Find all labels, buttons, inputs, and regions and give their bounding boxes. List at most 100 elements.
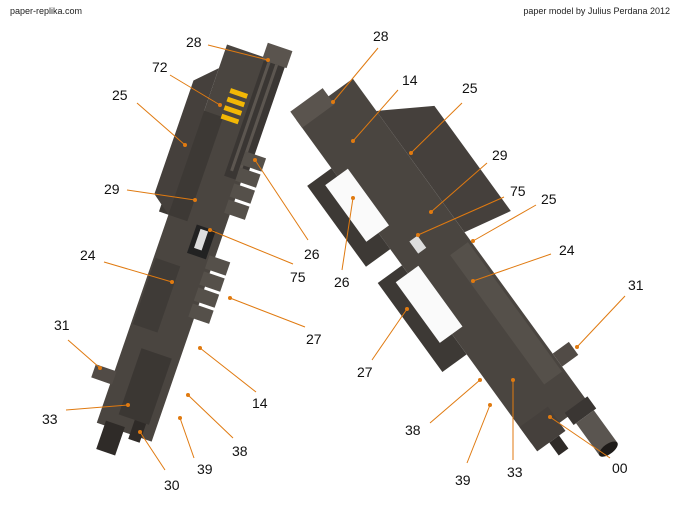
right-part-39 — [549, 435, 569, 456]
leader-dot — [208, 228, 212, 232]
right-part-33 — [564, 396, 597, 425]
callout-label: 29 — [492, 147, 508, 163]
leader-dot — [178, 416, 182, 420]
leader-dot — [409, 151, 413, 155]
left-part-24 — [132, 257, 181, 333]
leader-line — [67, 339, 101, 369]
callout-label: 00 — [612, 460, 628, 476]
leader-line — [103, 261, 173, 283]
callout-label: 14 — [402, 72, 418, 88]
callout-label: 39 — [455, 472, 471, 488]
leader-line — [472, 253, 552, 282]
leader-line — [169, 74, 221, 106]
leader-line — [549, 416, 611, 459]
callout-label: 30 — [164, 477, 180, 493]
leader-dot — [126, 403, 130, 407]
leader-dot — [478, 378, 482, 382]
leader-dot — [183, 143, 187, 147]
model-shape — [128, 419, 147, 443]
leader-line — [371, 308, 408, 361]
leader-dot — [471, 239, 475, 243]
leader-line — [254, 159, 309, 241]
leader-dot — [471, 279, 475, 283]
leader-line — [417, 196, 505, 236]
right-fin-25 — [376, 105, 511, 233]
callout-label: 25 — [541, 191, 557, 207]
left-part-75 — [194, 228, 209, 251]
leader-dot — [186, 393, 190, 397]
callout-label: 72 — [152, 59, 168, 75]
right-part-38 — [519, 406, 566, 452]
leader-line — [341, 197, 354, 271]
callout-label: 33 — [42, 411, 58, 427]
right-model-view — [290, 78, 618, 457]
callout-label: 75 — [510, 183, 526, 199]
site-credit: paper-replika.com — [10, 6, 83, 16]
leader-line — [429, 379, 481, 424]
left-callouts: 28 72 25 29 26 75 24 27 31 14 33 38 39 — [42, 34, 322, 493]
model-shape — [224, 199, 250, 220]
model-shape — [599, 441, 618, 457]
callout-label: 29 — [104, 181, 120, 197]
leader-line — [430, 162, 488, 213]
leader-line — [65, 404, 129, 411]
leader-line — [576, 295, 626, 348]
callout-label: 33 — [507, 464, 523, 480]
right-part-75 — [409, 235, 427, 254]
callout-label: 39 — [197, 461, 213, 477]
model-shape — [230, 61, 271, 172]
callout-label: 26 — [334, 274, 350, 290]
callout-label: 25 — [112, 87, 128, 103]
leader-dot — [548, 415, 552, 419]
right-cap-28 — [290, 88, 335, 128]
leader-line — [139, 431, 166, 471]
leader-dot — [575, 345, 579, 349]
callout-label: 27 — [357, 364, 373, 380]
callout-label: 75 — [290, 269, 306, 285]
leader-line — [136, 102, 186, 146]
model-shape — [193, 287, 220, 308]
left-model-view — [91, 42, 293, 456]
leader-dot — [138, 430, 142, 434]
callout-label: 38 — [232, 443, 248, 459]
leader-dot — [488, 403, 492, 407]
left-barrel-30 — [96, 420, 125, 456]
callout-label: 24 — [80, 247, 96, 263]
model-shape — [235, 167, 261, 188]
model-shape — [229, 88, 249, 99]
leader-line — [179, 417, 195, 459]
author-credit: paper model by Julius Perdana 2012 — [523, 6, 670, 16]
left-blocks-27 — [188, 255, 231, 324]
leader-line — [472, 204, 537, 242]
left-cap-28 — [261, 42, 293, 69]
leader-line — [187, 394, 234, 439]
model-shape — [199, 271, 225, 292]
leader-line — [126, 189, 196, 201]
leader-dot — [170, 280, 174, 284]
callout-label: 28 — [373, 28, 389, 44]
model-shape — [229, 183, 255, 204]
leader-line — [209, 229, 294, 265]
model-shape — [223, 105, 243, 116]
model-shape — [204, 255, 231, 276]
leader-line — [199, 347, 257, 393]
leader-dot — [198, 346, 202, 350]
leader-dot — [253, 158, 257, 162]
leader-dot — [98, 366, 102, 370]
callout-label: 25 — [462, 80, 478, 96]
callout-label: 38 — [405, 422, 421, 438]
leader-dot — [429, 210, 433, 214]
leader-line — [229, 297, 306, 328]
leader-dot — [218, 103, 222, 107]
right-part-24 — [450, 242, 562, 385]
leader-dot — [405, 307, 409, 311]
right-callouts: 28 14 25 29 75 25 24 26 27 31 38 39 33 — [331, 28, 644, 488]
callout-label: 24 — [559, 242, 575, 258]
leader-line — [466, 404, 491, 464]
model-shape — [226, 96, 246, 108]
callout-label: 31 — [628, 277, 644, 293]
model-shape — [237, 64, 279, 174]
right-panel-27 — [395, 265, 463, 343]
leader-line — [332, 47, 379, 103]
